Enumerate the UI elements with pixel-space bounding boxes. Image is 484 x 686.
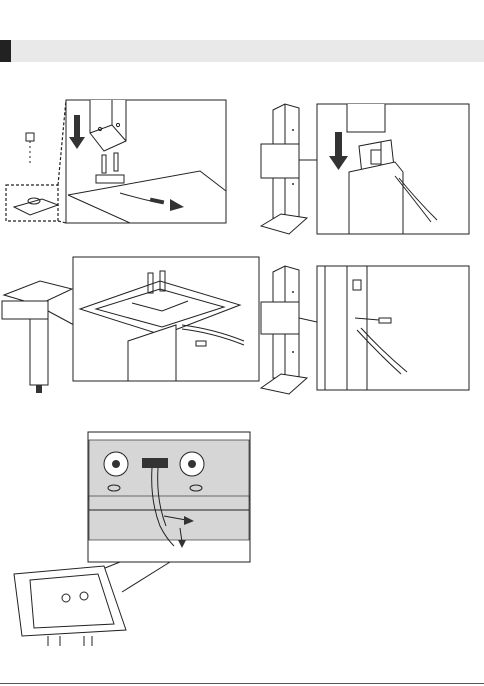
- base-plate-icon: [14, 566, 126, 646]
- step-5-illustration: [0, 430, 256, 646]
- stand-base-icon: [4, 281, 72, 393]
- step-2-illustration: [255, 100, 475, 240]
- step-4-detail-frame: [317, 266, 469, 390]
- stand-base-icon: [6, 133, 58, 221]
- step-4-illustration: [255, 262, 475, 397]
- step-3-illustration: [0, 255, 262, 400]
- page-footer-rule: [0, 683, 484, 684]
- section-header-marker: [0, 40, 11, 62]
- step-1-illustration: [0, 95, 230, 230]
- section-header-bar: [0, 40, 484, 62]
